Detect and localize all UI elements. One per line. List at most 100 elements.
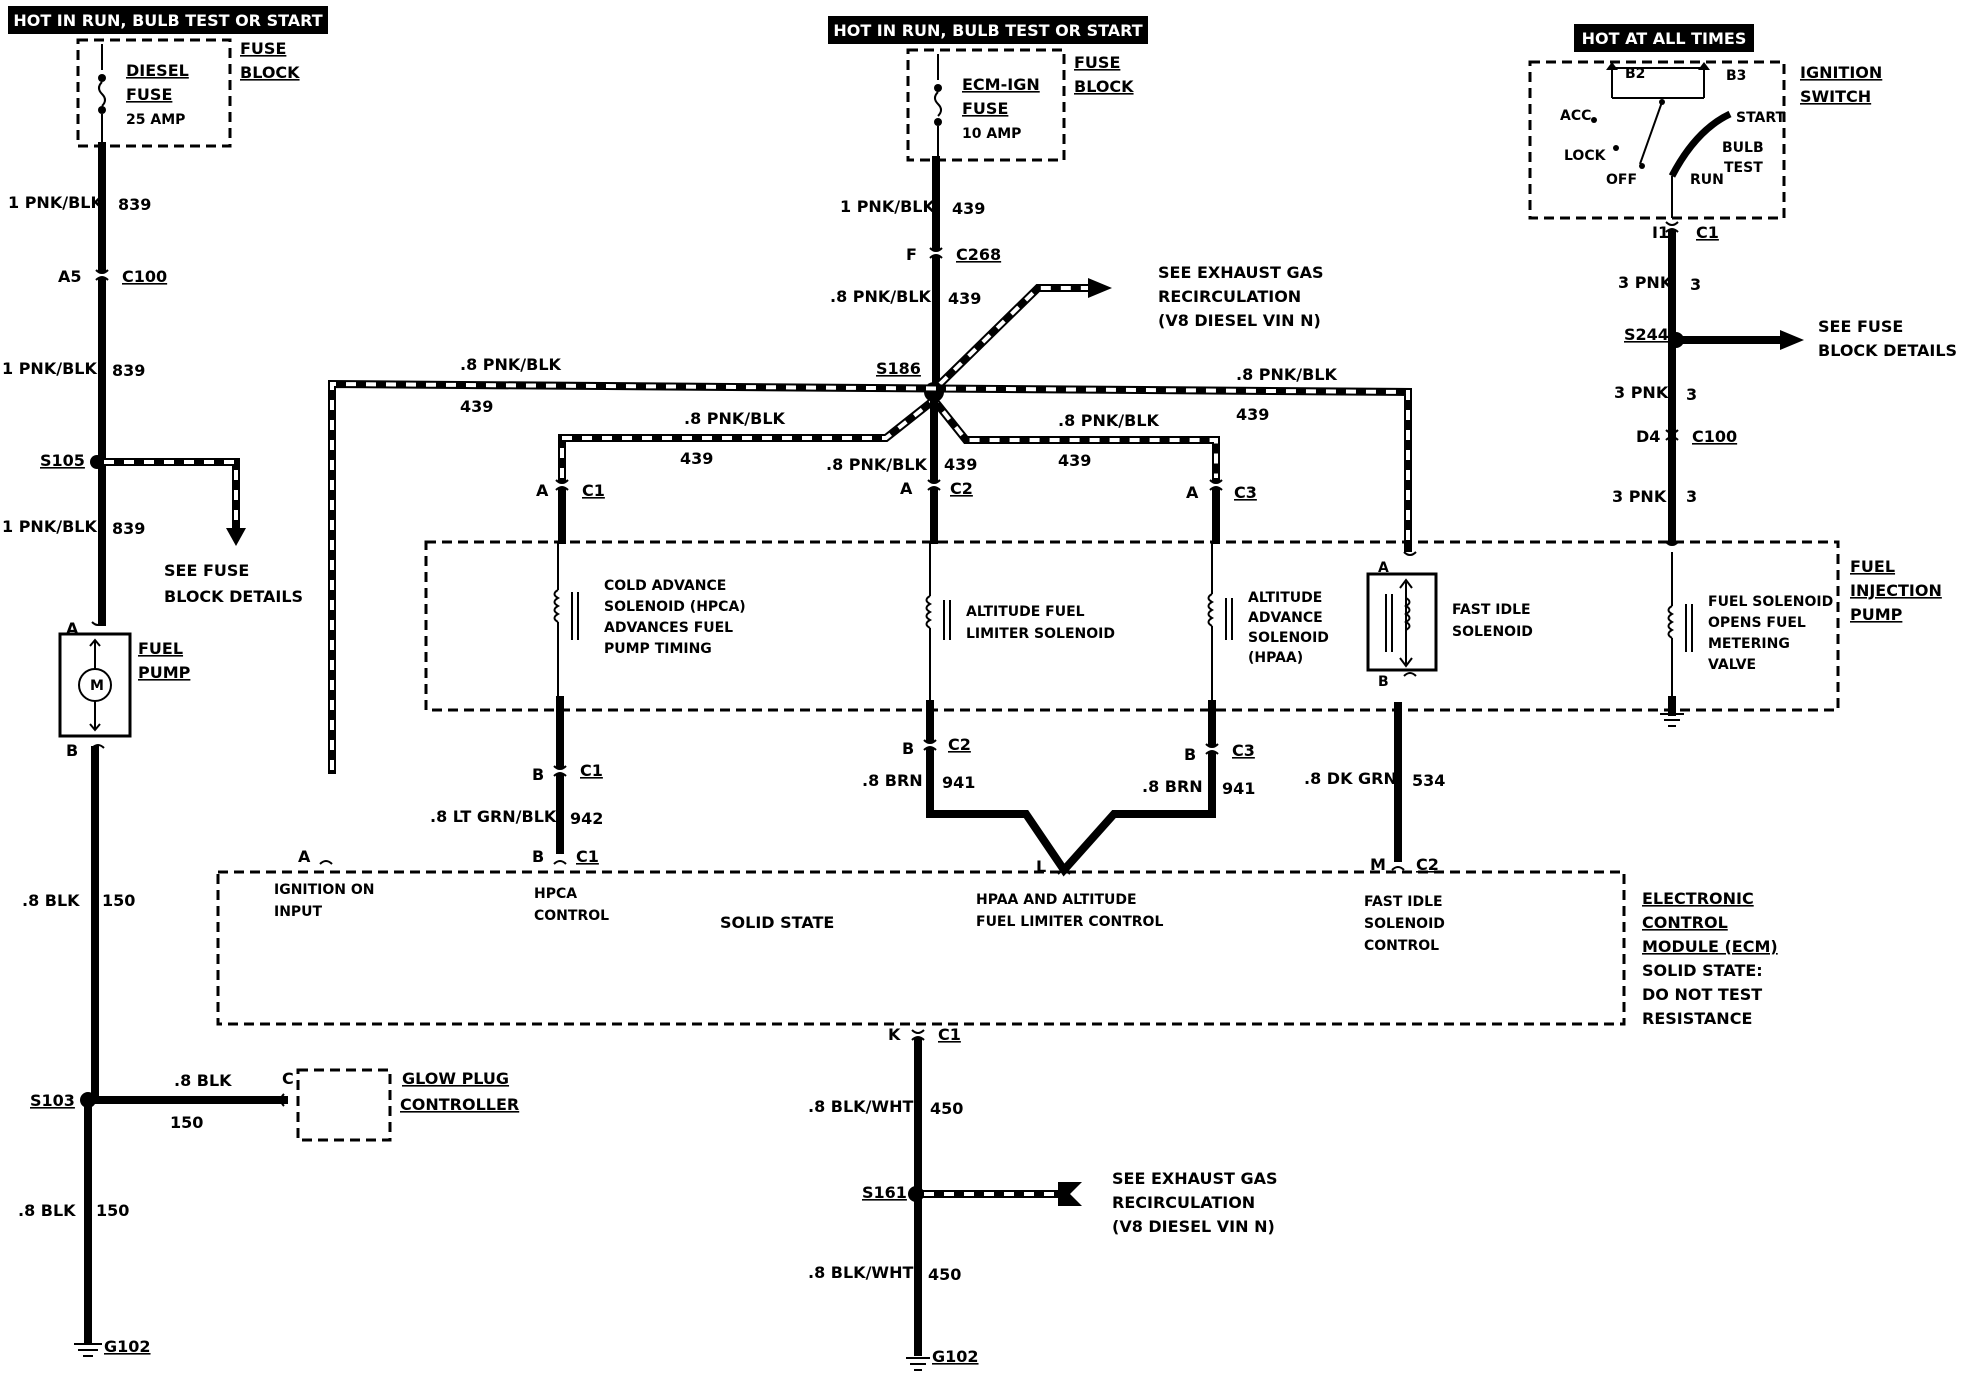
fast-idle-desc: FAST IDLE <box>1452 602 1531 618</box>
wire-label: 3 PNK <box>1618 273 1673 292</box>
connector-c2: C2 <box>1416 855 1439 874</box>
svg-text:DIESEL: DIESEL <box>126 61 189 80</box>
svg-text:FUSE: FUSE <box>126 85 172 104</box>
svg-text:LOCK: LOCK <box>1564 148 1607 164</box>
ecm-note-3: RESISTANCE <box>1642 1009 1752 1028</box>
wire-label: 3 PNK <box>1612 487 1667 506</box>
ignition-switch-label: IGNITION <box>1800 63 1882 82</box>
splice-s244: S244 <box>1624 325 1669 344</box>
connector-pin: A <box>536 481 549 500</box>
egr-ref-2: RECIRCULATION <box>1158 287 1301 306</box>
connector-c1: C1 <box>938 1025 961 1044</box>
svg-text:OFF: OFF <box>1606 172 1637 188</box>
ecm-note: SOLID STATE: <box>1642 961 1763 980</box>
pin-b: B <box>66 741 78 760</box>
see-fuse-block-2: BLOCK DETAILS <box>1818 341 1957 360</box>
circuit-number: 150 <box>96 1201 129 1220</box>
pin-a: A <box>1378 560 1389 576</box>
wire-label: .8 BLK/WHT <box>808 1263 913 1282</box>
wire-label: .8 PNK/BLK <box>1236 365 1338 384</box>
egr-ref-3: (V8 DIESEL VIN N) <box>1112 1217 1275 1236</box>
wire-label: 1 PNK/BLK <box>2 359 97 378</box>
hpaa-desc: ALTITUDE <box>1248 590 1322 606</box>
hpaa-desc: (HPAA) <box>1248 650 1303 666</box>
fuse-block-label-center: FUSE <box>1074 53 1120 72</box>
fuse-block-label-left: FUSE <box>240 39 286 58</box>
connector-pin: B <box>532 765 544 784</box>
fuse-block-label-center-2: BLOCK <box>1074 77 1134 96</box>
svg-text:25 AMP: 25 AMP <box>126 112 185 128</box>
alt-desc: ALTITUDE FUEL <box>966 604 1085 620</box>
fuel-sol-desc: OPENS FUEL <box>1708 615 1806 631</box>
ground-g102-left: G102 <box>104 1337 151 1356</box>
ecm-hpca: HPCA <box>534 886 577 902</box>
ignition-switch-label-2: SWITCH <box>1800 87 1871 106</box>
svg-text:HOT IN RUN, BULB TEST OR START: HOT IN RUN, BULB TEST OR START <box>13 11 322 30</box>
circuit-number: 839 <box>118 195 151 214</box>
splice-s105: S105 <box>40 451 85 470</box>
svg-text:HOT AT ALL TIMES: HOT AT ALL TIMES <box>1582 29 1747 48</box>
fast-idle-desc: SOLENOID <box>1452 624 1533 640</box>
circuit-number: 439 <box>460 397 493 416</box>
wire-label: .8 BLK/WHT <box>808 1097 913 1116</box>
wire-label: 3 PNK <box>1614 383 1669 402</box>
splice-s161: S161 <box>862 1183 907 1202</box>
lower-wires <box>553 696 1402 877</box>
connector-pin: F <box>906 245 917 264</box>
circuit-number: 942 <box>570 809 603 828</box>
wire-label: 1 PNK/BLK <box>8 193 103 212</box>
circuit-number: 839 <box>112 519 145 538</box>
connector-c1: C1 <box>1696 223 1719 242</box>
ecm-pin-a: A <box>298 847 311 866</box>
wire-label: 1 PNK/BLK <box>2 517 97 536</box>
ecm-pin-m: M <box>1370 855 1386 874</box>
diesel-fuse: DIESEL FUSE 25 AMP <box>76 38 232 148</box>
connector-pin: D4 <box>1636 427 1660 446</box>
circuit-number: 3 <box>1686 385 1697 404</box>
circuit-number: 3 <box>1690 275 1701 294</box>
header-center: HOT IN RUN, BULB TEST OR START <box>828 16 1148 44</box>
egr-ref-3: (V8 DIESEL VIN N) <box>1158 311 1321 330</box>
wire-label: .8 PNK/BLK <box>826 455 928 474</box>
hpca-desc: ADVANCES FUEL <box>604 620 733 636</box>
center-circuit <box>328 156 1412 774</box>
circuit-number: 450 <box>928 1265 961 1284</box>
circuit-number: 439 <box>680 449 713 468</box>
connector-c1: C1 <box>582 481 605 500</box>
pin-a: A <box>66 619 79 638</box>
glow-plug-label-2: CONTROLLER <box>400 1095 519 1114</box>
fuel-sol-desc: FUEL SOLENOID <box>1708 594 1833 610</box>
left-circuit <box>58 142 392 1357</box>
connector-c3: C3 <box>1234 483 1257 502</box>
svg-text:B2: B2 <box>1625 66 1645 82</box>
splice-s186: S186 <box>876 359 921 378</box>
circuit-number: 150 <box>102 891 135 910</box>
ground-g102-center: G102 <box>932 1347 979 1366</box>
fuel-injection-pump-label-2: INJECTION <box>1850 581 1942 600</box>
alt-desc: LIMITER SOLENOID <box>966 626 1115 642</box>
circuit-number: 150 <box>170 1113 203 1132</box>
ecm-title-3: MODULE (ECM) <box>1642 937 1778 956</box>
wire-label: .8 LT GRN/BLK <box>430 807 557 826</box>
ecm-ign-input: IGNITION ON <box>274 882 375 898</box>
connector-c1: C1 <box>576 847 599 866</box>
egr-ref-1: SEE EXHAUST GAS <box>1158 263 1324 282</box>
connector-pin: B <box>1184 745 1196 764</box>
circuit-number: 839 <box>112 361 145 380</box>
fuel-injection-pump-label-3: PUMP <box>1850 605 1903 624</box>
right-circuit <box>1665 221 1804 546</box>
wire-label: .8 PNK/BLK <box>684 409 786 428</box>
wire-label: .8 DK GRN <box>1304 769 1397 788</box>
svg-text:ECM-IGN: ECM-IGN <box>962 75 1040 94</box>
ecm-fast-idle-3: CONTROL <box>1364 938 1439 954</box>
fuel-pump-label: FUEL <box>138 639 183 658</box>
circuit-number: 941 <box>1222 779 1255 798</box>
wire-label: .8 BLK <box>22 891 80 910</box>
circuit-number: 534 <box>1412 771 1445 790</box>
egr-ref-2: RECIRCULATION <box>1112 1193 1255 1212</box>
glow-plug-label: GLOW PLUG <box>402 1069 509 1088</box>
ecm-ign-input-2: INPUT <box>274 904 323 920</box>
circuit-number: 3 <box>1686 487 1697 506</box>
ecm-note-2: DO NOT TEST <box>1642 985 1762 1004</box>
